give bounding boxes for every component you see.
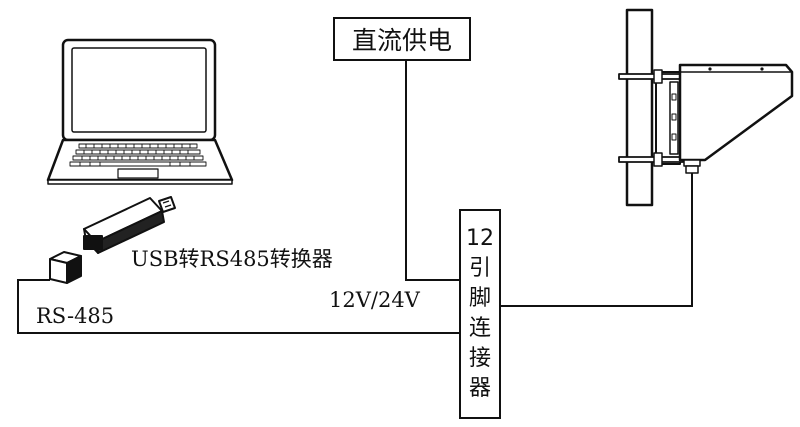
rs485-connector-icon <box>49 251 82 284</box>
power-supply-label: 直流供电 <box>351 26 452 55</box>
laptop-icon <box>46 38 234 185</box>
connector-pin-count: 12 <box>466 226 494 251</box>
connector-label-char: 器 <box>468 376 491 401</box>
connector-label-char: 引 <box>468 256 491 281</box>
terminal-connector-box: 12 引 脚 连 接 器 <box>459 209 501 419</box>
power-wire <box>405 60 459 281</box>
voltage-label: 12V/24V <box>329 288 420 312</box>
power-supply-box: 直流供电 <box>333 17 471 61</box>
wires <box>17 60 693 334</box>
usb-converter-icon <box>83 196 176 254</box>
sensor-device-icon <box>618 8 794 207</box>
rs485-label: RS-485 <box>36 304 115 328</box>
connector-label-char: 连 <box>468 316 491 341</box>
sensor-wire <box>501 172 693 307</box>
usb-converter-label: USB转RS485转换器 <box>131 247 333 271</box>
rs485-wire <box>17 279 459 334</box>
connector-label-char: 接 <box>468 346 491 371</box>
connector-label-char: 脚 <box>468 286 491 311</box>
